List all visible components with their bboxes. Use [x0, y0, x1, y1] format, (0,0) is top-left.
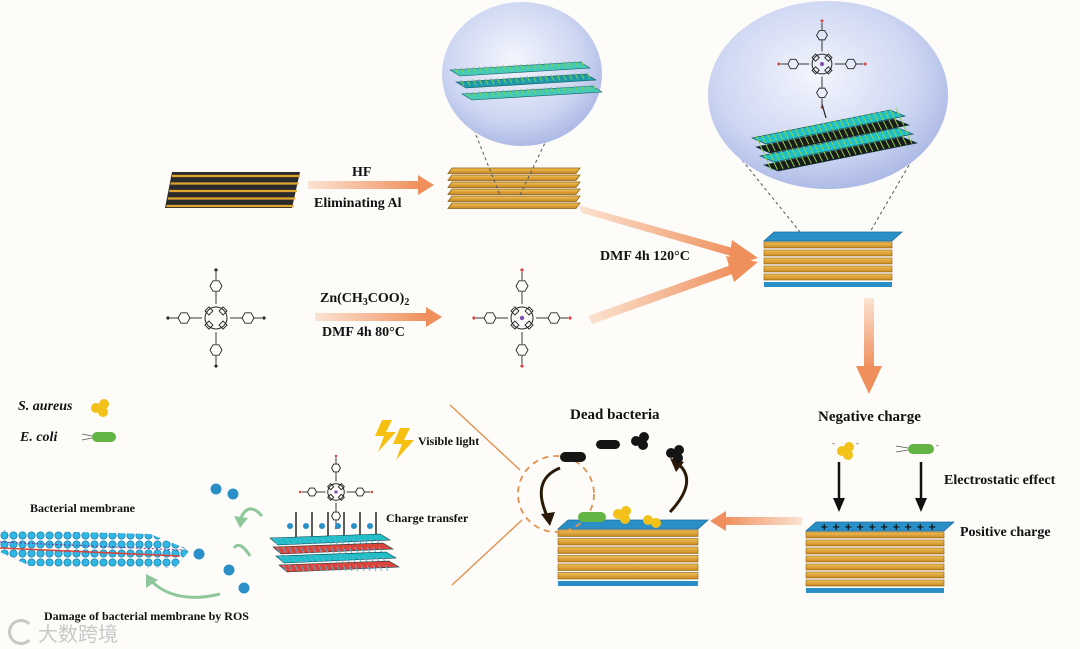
zn-reagent-label: Zn(CH3COO)2 [320, 291, 410, 308]
svg-text:+: + [868, 522, 876, 533]
zntcpp-molecule-icon [472, 268, 572, 368]
svg-text:+: + [820, 522, 828, 533]
svg-text:-: - [936, 441, 939, 450]
composite-stack-positive: + + + + + + + + + + [804, 521, 956, 593]
positive-charge-label: Positive charge [960, 525, 1051, 540]
zn-reagent-arrow [315, 307, 442, 327]
porphyrin-molecule-icon [777, 19, 867, 119]
mxene-zoom-bubble [442, 2, 603, 196]
max-phase-stack [165, 172, 300, 208]
electrostatic-arrows [833, 462, 927, 512]
svg-text:+: + [904, 522, 912, 533]
dmf-120-label: DMF 4h 120°C [600, 249, 690, 264]
e-coli-legend-label: E. coli [20, 430, 58, 445]
lightning-icon [375, 420, 414, 460]
tcpp-molecule-icon [166, 268, 266, 368]
zoom-line-bottom [451, 519, 523, 586]
zoom-line-top [449, 404, 521, 471]
svg-text:+: + [892, 522, 900, 533]
negative-charge-label: Negative charge [818, 409, 921, 425]
svg-text:+: + [856, 522, 864, 533]
damage-membrane-label: Damage of bacterial membrane by ROS [44, 609, 249, 623]
mxene-stack [447, 167, 581, 209]
composite-stack-top [762, 231, 904, 287]
dead-bacteria-cycle [517, 432, 689, 533]
dmf-80-label: DMF 4h 80°C [322, 325, 405, 340]
down-arrow [856, 298, 882, 394]
svg-text:-: - [832, 439, 835, 448]
svg-text:+: + [844, 522, 852, 533]
s-aureus-legend-label: S. aureus [18, 399, 73, 414]
ros-arrows [146, 507, 264, 599]
legend-s-aureus-icon [91, 399, 109, 417]
porphyrin-to-composite-arrow [588, 256, 758, 324]
svg-text:+: + [880, 522, 888, 533]
electrostatic-effect-label: Electrostatic effect [944, 473, 1056, 488]
dead-bacteria-label: Dead bacteria [570, 407, 660, 423]
legend-e-coli-icon [81, 432, 116, 442]
left-arrow [710, 511, 802, 531]
watermark: 大数跨境 [8, 618, 118, 647]
hf-arrow [308, 175, 434, 195]
watermark-text: 大数跨境 [38, 622, 118, 646]
charge-transfer-label: Charge transfer [386, 511, 469, 525]
ros-bubble-icon [192, 482, 251, 595]
svg-text:-: - [856, 439, 859, 448]
svg-text:+: + [916, 522, 924, 533]
hf-label: HF [352, 165, 372, 180]
bacterial-membrane-label: Bacterial membrane [30, 501, 135, 515]
visible-light-label: Visible light [418, 434, 480, 448]
e-coli-icon: - [895, 441, 939, 454]
eliminating-al-label: Eliminating Al [314, 196, 402, 211]
svg-text:+: + [928, 522, 936, 533]
bacterial-membrane [0, 530, 190, 568]
photocatalyst-composite [269, 454, 401, 573]
svg-text:+: + [832, 522, 840, 533]
composite-stack-dead [556, 519, 710, 586]
s-aureus-icon: - - [832, 439, 859, 460]
composite-zoom-bubble [708, 1, 948, 233]
watermark-logo-icon [8, 619, 34, 645]
